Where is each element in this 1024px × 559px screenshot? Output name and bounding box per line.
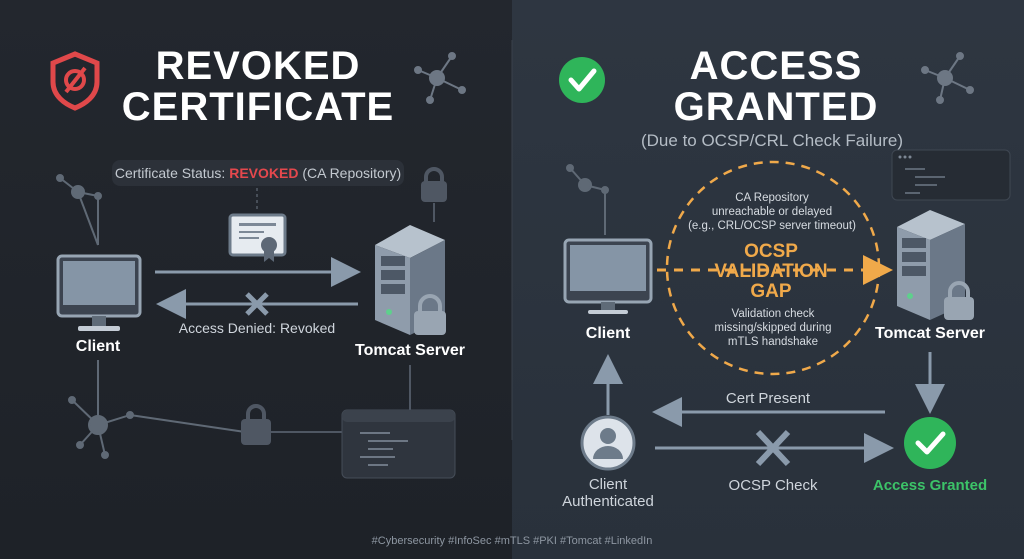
revoked-title-line2: CERTIFICATE	[121, 85, 395, 129]
gap-bottom-line: mTLS handshake	[727, 336, 819, 348]
ocsp-check-label: OCSP Check	[728, 477, 818, 494]
client-auth-line: Authenticated	[562, 493, 654, 510]
lock-icon	[944, 281, 974, 320]
granted-title-line1: ACCESS	[689, 44, 863, 88]
gap-bottom-line: missing/skipped during	[714, 322, 832, 334]
gap-top-line: CA Repository	[735, 192, 809, 204]
lock-icon	[421, 167, 447, 202]
user-avatar-icon	[580, 415, 636, 471]
shield-revoked-icon	[50, 51, 100, 111]
client-auth-line: Client	[588, 476, 628, 493]
network-node-icon	[68, 360, 246, 459]
check-circle-icon	[559, 57, 605, 103]
revoked-title-line1: REVOKED	[155, 44, 361, 88]
hashtags: #Cybersecurity #InfoSec #mTLS #PKI #Tomc…	[371, 535, 653, 547]
blocked-x-icon	[755, 429, 791, 467]
gap-title-line: VALIDATION	[714, 261, 828, 282]
gap-description-top: CA Repository unreachable or delayed (e.…	[688, 191, 856, 233]
gap-description-bottom: Validation check missing/skipped during …	[715, 307, 832, 349]
monitor-icon	[563, 238, 653, 314]
gap-title-line: OCSP	[744, 241, 798, 262]
client-authenticated-label: Client Authenticated	[562, 476, 654, 510]
status-prefix: Certificate Status:	[114, 165, 230, 181]
certificate-icon	[228, 213, 287, 262]
network-node-icon	[921, 52, 974, 104]
gap-title: OCSP VALIDATION GAP	[714, 242, 827, 302]
access-granted-check-icon	[904, 417, 956, 469]
status-value: REVOKED	[229, 165, 299, 181]
network-node-icon	[566, 164, 609, 235]
client-label: Client	[585, 325, 631, 342]
certificate-status-pill: Certificate Status: REVOKED (CA Reposito…	[112, 160, 404, 186]
access-denied-label: Access Denied: Revoked	[178, 320, 336, 336]
gap-bottom-line: Validation check	[731, 308, 815, 320]
lock-icon	[241, 404, 271, 445]
granted-subtitle: (Due to OCSP/CRL Check Failure)	[640, 131, 904, 150]
granted-title-line2: GRANTED	[673, 85, 879, 129]
network-node-icon	[414, 52, 466, 104]
code-window-icon	[891, 149, 1011, 201]
network-node-icon	[56, 174, 102, 246]
cert-present-label: Cert Present	[725, 390, 811, 407]
gap-title-line: GAP	[750, 281, 792, 302]
gap-top-line: (e.g., CRL/OCSP server timeout)	[688, 220, 856, 232]
blocked-x-icon	[245, 292, 269, 316]
gap-top-line: unreachable or delayed	[711, 206, 833, 218]
lock-icon	[414, 294, 446, 335]
server-label: Tomcat Server	[875, 325, 985, 342]
client-label: Client	[75, 338, 121, 355]
code-window-icon	[341, 409, 456, 479]
server-label: Tomcat Server	[355, 342, 465, 359]
status-suffix: (CA Repository)	[298, 165, 402, 181]
monitor-icon	[56, 254, 142, 331]
access-granted-label: Access Granted	[872, 477, 988, 494]
server-icon	[897, 210, 965, 320]
